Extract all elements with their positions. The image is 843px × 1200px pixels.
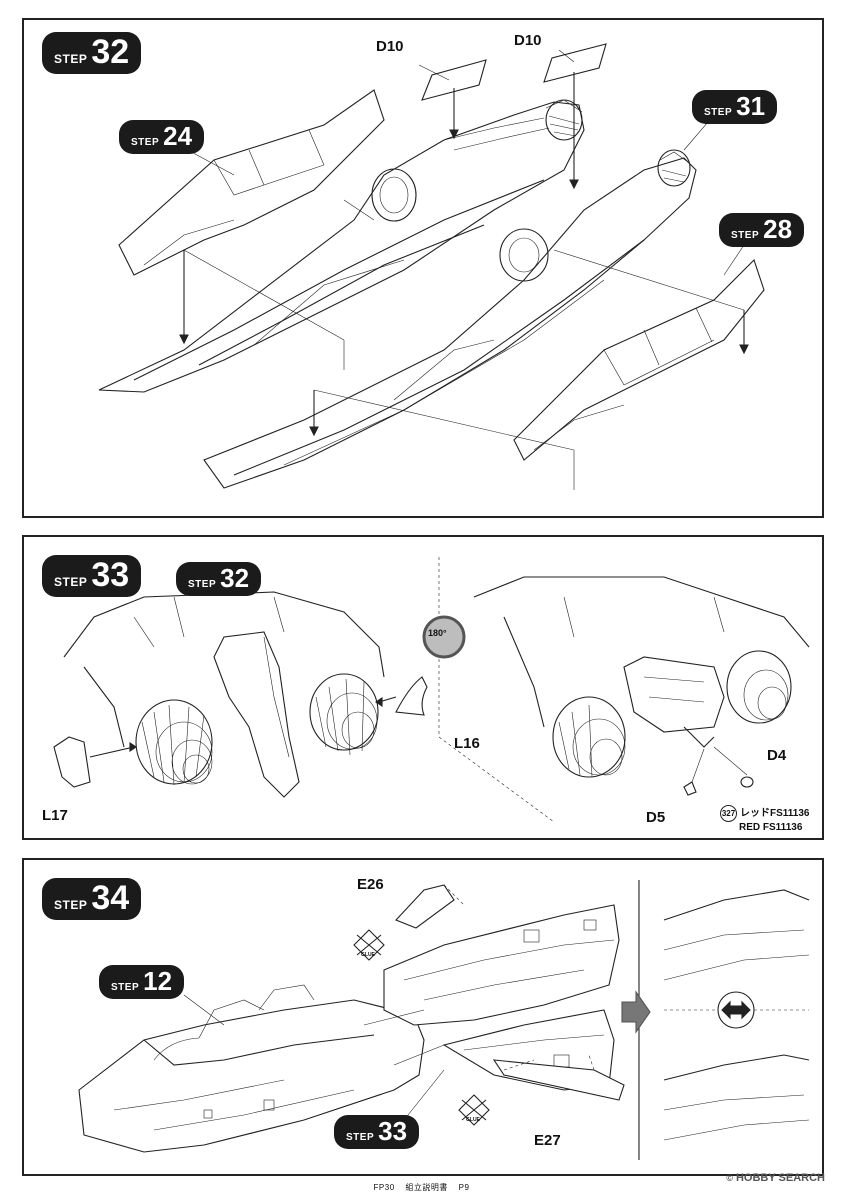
paint-name-en: RED FS11136 — [739, 822, 803, 833]
step-32-panel: STEP 32 STEP 24 STEP 31 STEP 28 D10 D10 — [22, 18, 824, 518]
part-label-e27: E27 — [534, 1132, 561, 1149]
part-label-d4: D4 — [767, 747, 787, 764]
step-word: STEP — [704, 107, 733, 118]
step-33-ref-badge: STEP 33 — [334, 1115, 420, 1149]
paint-code: 327 — [720, 805, 737, 822]
step-word: STEP — [54, 575, 88, 589]
step-word: STEP — [131, 137, 160, 148]
step-12-ref-badge: STEP 12 — [99, 965, 185, 999]
step-34-badge: STEP 34 — [42, 878, 142, 920]
step-number: 33 — [378, 1116, 408, 1146]
watermark: © HOBBY SEARCH — [726, 1172, 825, 1184]
step-word: STEP — [731, 230, 760, 241]
step-number: 32 — [220, 563, 250, 593]
footer-code: FP30 — [373, 1183, 395, 1192]
step-word: STEP — [111, 982, 140, 993]
step-word: STEP — [346, 1132, 375, 1143]
page-footer: FP30 組立説明書 P9 — [0, 1182, 843, 1193]
step-34-panel: STEP 34 STEP 12 STEP 33 E26 E27 GLUE GLU… — [22, 858, 824, 1176]
copyright-icon: © — [726, 1173, 733, 1183]
step-number: 33 — [91, 556, 130, 594]
step-word: STEP — [54, 898, 88, 912]
step-word: STEP — [188, 579, 217, 590]
step-33-badge: STEP 33 — [42, 555, 142, 597]
footer-title: 組立説明書 — [405, 1183, 448, 1192]
step-34-illustration — [78, 880, 810, 1160]
part-label-e26: E26 — [357, 876, 384, 893]
glue-icon-top: GLUE — [361, 952, 375, 958]
step-32-ref-badge: STEP 32 — [176, 562, 262, 596]
part-label-l17: L17 — [42, 807, 68, 824]
step-31-ref-badge: STEP 31 — [692, 90, 778, 124]
step-28-ref-badge: STEP 28 — [719, 213, 805, 247]
step-24-ref-badge: STEP 24 — [119, 120, 205, 154]
glue-icon-bottom: GLUE — [466, 1117, 480, 1123]
step-number: 31 — [736, 91, 766, 121]
part-label-l16: L16 — [454, 735, 480, 752]
paint-name-jp: レッドFS11136 — [740, 808, 810, 820]
part-label-d10-right: D10 — [514, 32, 542, 49]
rotate-180-icon: 180° — [428, 628, 447, 638]
step-number: 24 — [163, 121, 193, 151]
step-32-badge: STEP 32 — [42, 32, 142, 74]
step-number: 34 — [91, 879, 130, 917]
step-number: 28 — [763, 214, 793, 244]
step-33-illustration — [53, 557, 810, 823]
part-label-d5: D5 — [646, 809, 666, 826]
step-32-illustration — [98, 43, 765, 490]
footer-page: P9 — [458, 1183, 470, 1192]
watermark-brand: HOBBY SEARCH — [735, 1172, 825, 1184]
step-word: STEP — [54, 52, 88, 66]
step-number: 12 — [143, 966, 173, 996]
step-number: 32 — [91, 33, 130, 71]
part-label-d10-left: D10 — [376, 38, 404, 55]
